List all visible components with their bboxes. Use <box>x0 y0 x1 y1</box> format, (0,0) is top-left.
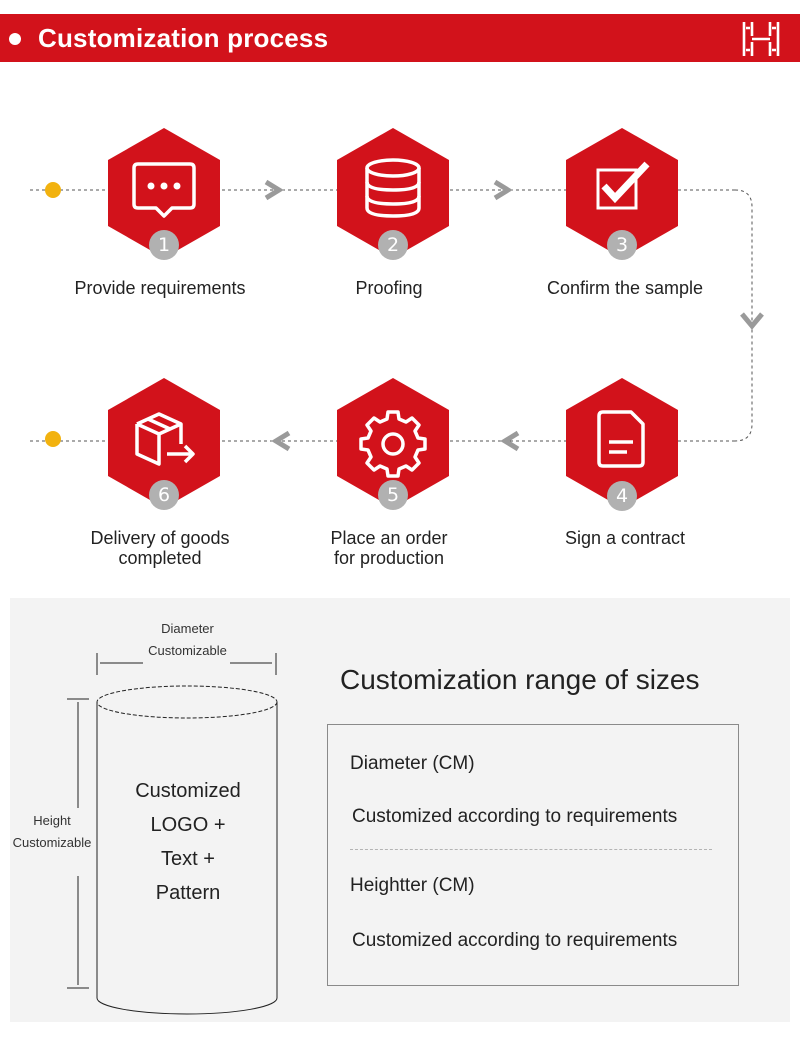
step-number-badge: 6 <box>149 480 179 510</box>
arrow-down-icon <box>740 312 764 330</box>
step-number-badge: 5 <box>378 480 408 510</box>
diameter-value: Customizable <box>148 643 227 658</box>
hexagon-shape <box>566 378 678 508</box>
arrow-right-icon <box>493 179 513 201</box>
height-row-label: Heightter (CM) <box>350 875 475 896</box>
diameter-label: Diameter Customizable <box>120 618 255 662</box>
step-label-line: Place an order <box>330 528 448 548</box>
cylinder-line: Customized <box>135 780 241 802</box>
step-sign-contract: 4 Sign a contract <box>498 378 738 558</box>
size-range-box: Diameter (CM) Customized according to re… <box>327 724 739 986</box>
step-delivery: 6 Delivery of goods completed <box>40 378 280 578</box>
step-number-badge: 4 <box>607 481 637 511</box>
height-row-value: Customized according to requirements <box>352 930 678 951</box>
arrow-left-icon <box>500 430 520 452</box>
page-title: Customization process <box>38 23 329 53</box>
document-icon <box>597 410 645 468</box>
step-label: Confirm the sample <box>546 278 704 298</box>
gear-icon <box>359 410 427 478</box>
step-proofing: 2 Proofing <box>269 128 509 298</box>
delivery-box-icon <box>135 412 195 466</box>
step-label-line: Delivery of goods <box>90 528 230 548</box>
database-icon <box>365 158 421 218</box>
row-divider <box>350 849 712 850</box>
arrow-right-icon <box>264 179 284 201</box>
height-value: Customizable <box>12 835 92 850</box>
diameter-row-label: Diameter (CM) <box>350 753 475 774</box>
process-flow: 1 Provide requirements 2 Proofing 3 Conf… <box>0 62 800 597</box>
hexagon-shape <box>566 128 678 258</box>
step-provide-requirements: 1 Provide requirements <box>40 128 280 298</box>
hexagon-shape <box>337 378 449 508</box>
step-confirm-sample: 3 Confirm the sample <box>498 128 738 298</box>
step-number-badge: 1 <box>149 230 179 260</box>
step-label: Proofing <box>355 278 423 298</box>
step-label-line: completed <box>118 548 202 568</box>
header-banner: Customization process <box>0 14 800 62</box>
cylinder-text: Customized LOGO + Text + Pattern <box>100 774 276 910</box>
checkbox-icon <box>596 161 650 210</box>
hexagon-shape <box>337 128 449 258</box>
step-label: Provide requirements <box>74 278 246 298</box>
step-place-order: 5 Place an order for production <box>269 378 509 578</box>
step-label: Delivery of goods completed <box>40 528 280 568</box>
chat-bubble-icon <box>132 162 196 218</box>
diameter-row-value: Customized according to requirements <box>352 806 678 827</box>
cylinder-line: Text + <box>161 848 215 870</box>
step-label-line: for production <box>333 548 445 568</box>
cylinder-line: Pattern <box>155 882 221 904</box>
hexagon-shape <box>108 128 220 258</box>
arrow-left-icon <box>271 430 291 452</box>
step-label: Sign a contract <box>564 528 686 548</box>
sizes-title: Customization range of sizes <box>340 664 700 695</box>
flow-end-dot <box>45 431 61 447</box>
bullet-dot <box>9 33 21 45</box>
step-label: Place an order for production <box>269 528 509 568</box>
step-number-badge: 2 <box>378 230 408 260</box>
h-logo-icon <box>742 22 780 56</box>
height-title: Height <box>33 813 71 828</box>
height-label: Height Customizable <box>2 810 102 854</box>
diameter-title: Diameter <box>161 621 214 636</box>
cylinder-line: LOGO + <box>150 814 226 836</box>
hexagon-shape <box>108 378 220 508</box>
flow-start-dot <box>45 182 61 198</box>
step-number-badge: 3 <box>607 230 637 260</box>
flow-connectors <box>30 179 764 452</box>
